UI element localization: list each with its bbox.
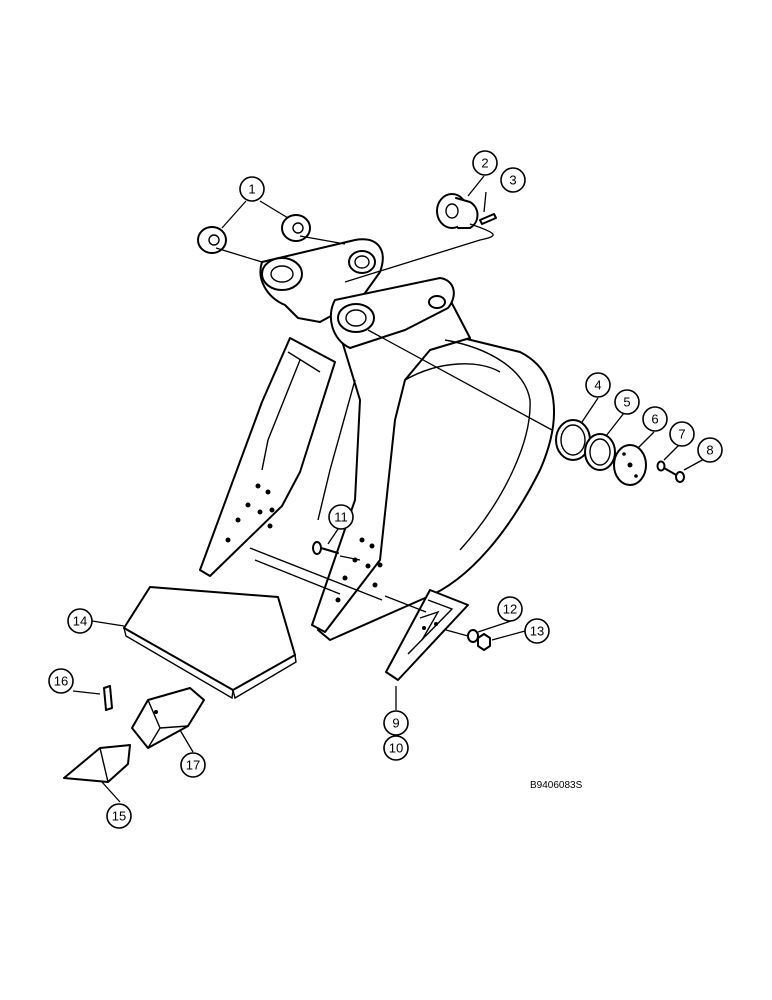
shim-part-4 (555, 419, 591, 461)
callout-10: 10 (383, 735, 409, 761)
callout-15: 15 (106, 803, 132, 829)
callout-3: 3 (500, 167, 526, 193)
svg-text:9: 9 (392, 716, 399, 731)
svg-text:4: 4 (594, 378, 601, 393)
svg-text:12: 12 (503, 602, 517, 617)
svg-text:11: 11 (334, 510, 348, 525)
callout-11: 11 (328, 504, 354, 530)
bucket-body (199, 238, 555, 641)
svg-text:10: 10 (389, 741, 403, 756)
callout-6: 6 (642, 406, 668, 432)
callout-2: 2 (472, 150, 498, 176)
svg-text:13: 13 (530, 624, 544, 639)
leader-lines (72, 175, 707, 803)
svg-text:5: 5 (623, 395, 630, 410)
callout-13: 13 (524, 618, 550, 644)
bushing-part-1 (197, 214, 311, 254)
bolt-part-11 (312, 541, 339, 555)
callout-1: 1 (239, 176, 265, 202)
callout-17: 17 (180, 752, 206, 778)
callout-14: 14 (67, 608, 93, 634)
shim-part-5 (584, 433, 616, 471)
retainer-pin-part-16 (103, 685, 113, 711)
tooth-adapter-part-17 (131, 687, 205, 749)
svg-text:3: 3 (509, 173, 516, 188)
callout-16: 16 (48, 668, 74, 694)
svg-text:17: 17 (186, 758, 200, 773)
svg-text:15: 15 (112, 809, 126, 824)
retainer-plate-part-6 (613, 444, 647, 486)
svg-text:8: 8 (706, 443, 713, 458)
roll-pin-part-3 (479, 213, 497, 225)
svg-text:2: 2 (481, 156, 488, 171)
svg-text:7: 7 (678, 427, 685, 442)
callout-5: 5 (614, 389, 640, 415)
callout-7: 7 (669, 421, 695, 447)
side-cutter-part-9-10 (385, 589, 469, 681)
callout-8: 8 (697, 437, 723, 463)
svg-text:16: 16 (54, 674, 68, 689)
svg-text:14: 14 (73, 614, 87, 629)
flanged-bushing-part-2 (436, 193, 479, 229)
callout-12: 12 (497, 596, 523, 622)
cutting-edge-part-14 (123, 586, 297, 700)
svg-text:1: 1 (248, 182, 255, 197)
washer-part-7 (656, 460, 666, 472)
nut-part-13 (477, 633, 491, 651)
washer-part-12 (467, 629, 479, 643)
callout-4: 4 (585, 372, 611, 398)
callout-9: 9 (383, 710, 409, 736)
tooth-point-part-15 (63, 744, 131, 783)
svg-text:6: 6 (651, 412, 658, 427)
drawing-reference-code: B9406083S (530, 780, 583, 791)
bolt-part-8 (663, 467, 685, 483)
